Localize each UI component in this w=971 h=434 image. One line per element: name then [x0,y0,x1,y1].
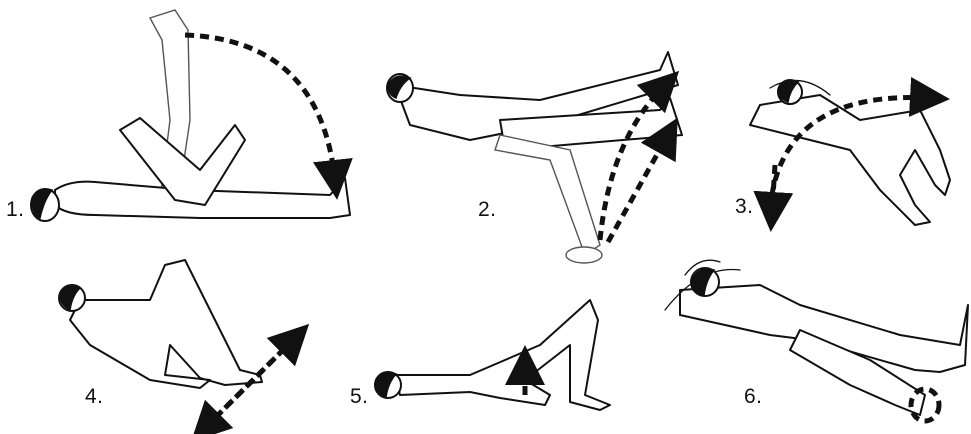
exercise-number-3: 3. [735,195,754,219]
exercise-2-figure [387,52,682,263]
exercise-1-figure [31,10,350,221]
exercise-number-6: 6. [744,385,763,409]
exercise-number-2: 2. [478,198,497,222]
exercise-5-figure [375,300,610,410]
exercise-3-figure [750,80,950,225]
exercise-number-1: 1. [6,198,25,222]
exercise-number-5: 5. [350,385,369,409]
exercise-6-figure [665,260,968,421]
exercise-number-4: 4. [85,385,104,409]
